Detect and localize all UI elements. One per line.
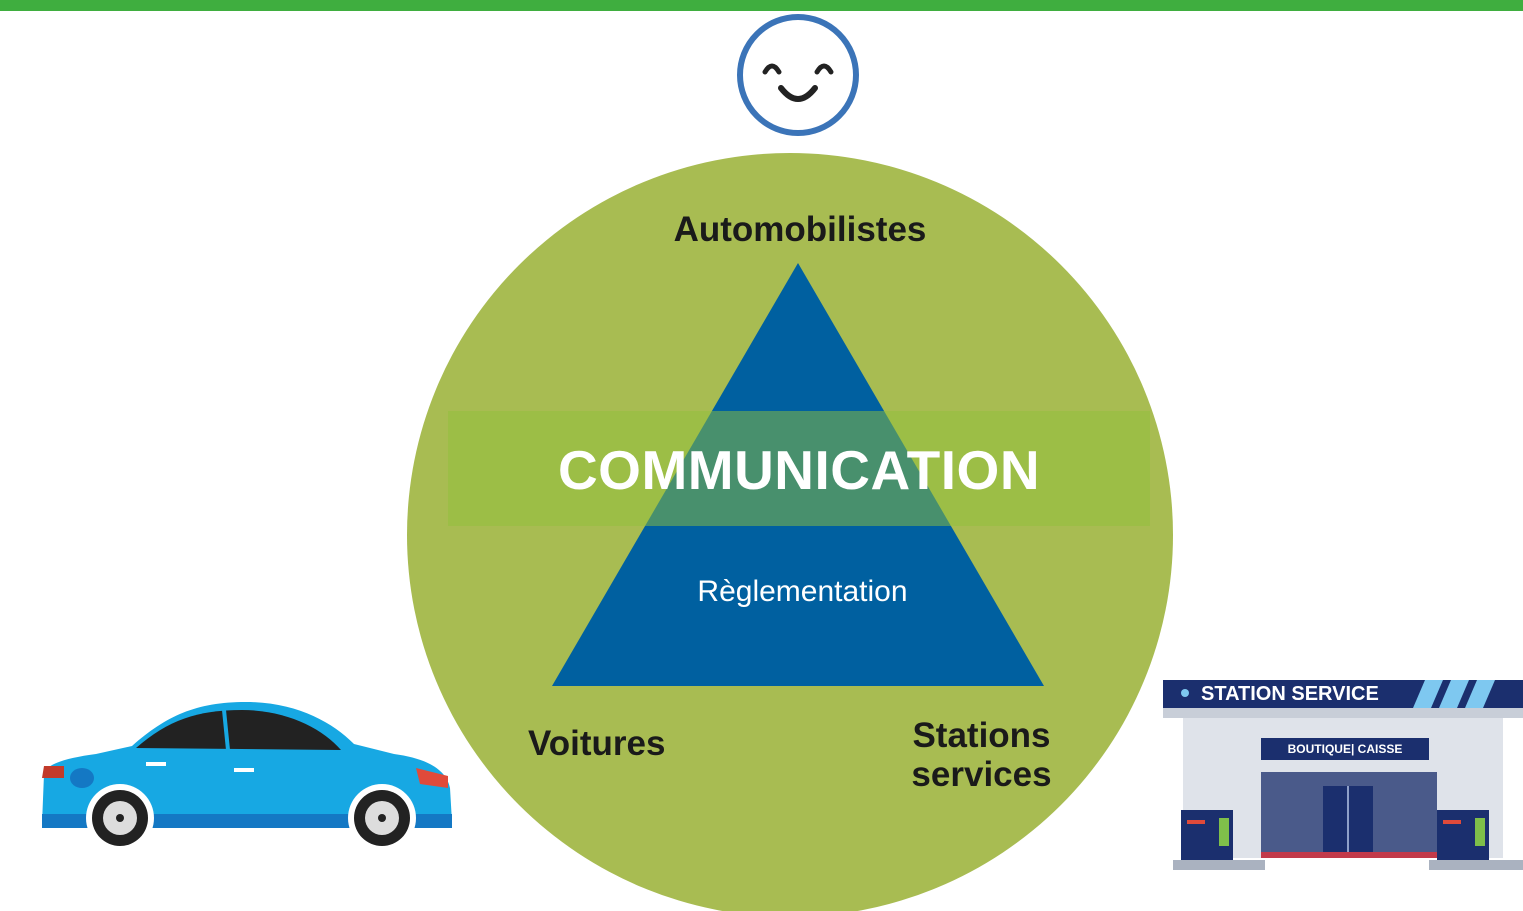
boutique-caisse-text: BOUTIQUE| CAISSE [1287, 742, 1403, 756]
label-stations-line1: Stations [912, 716, 1051, 755]
label-stations-line2: services [911, 755, 1052, 795]
communication-band [448, 411, 1150, 526]
gas-station-illustration: STATION SERVICE BOUTIQUE| CAISSE [1163, 676, 1523, 876]
blue-car-illustration [42, 702, 452, 852]
station-sign-text: STATION SERVICE [1201, 683, 1379, 705]
communication-title: COMMUNICATION [557, 439, 1041, 501]
label-automobilistes: Automobilistes [673, 210, 927, 249]
smiling-face-icon [737, 14, 859, 136]
label-voitures: Voitures [528, 724, 666, 763]
reglementation-label: Règlementation [697, 575, 908, 608]
top-accent-bar [0, 0, 1523, 11]
gas-station-drawing [1163, 680, 1523, 870]
label-stations-services: Stations services [900, 716, 1063, 794]
